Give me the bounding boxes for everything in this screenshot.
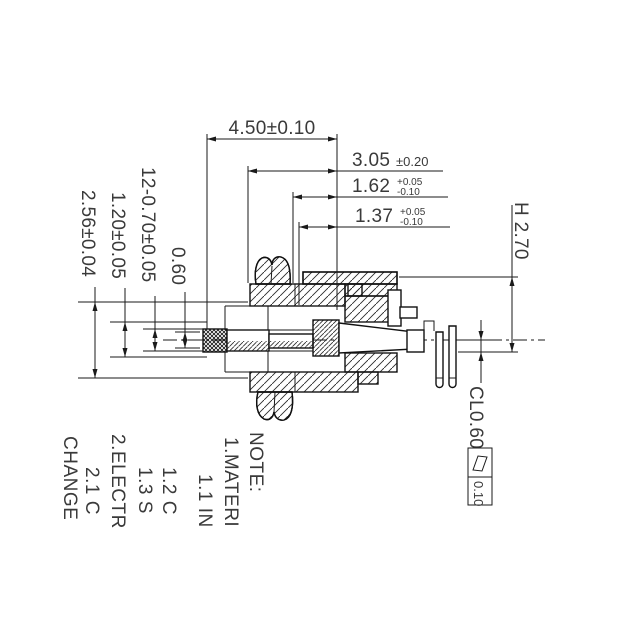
dim-tol-minus-1-62: -0.10 xyxy=(397,187,420,198)
contact-tip-block xyxy=(406,329,425,353)
terminal-bracket xyxy=(387,289,457,389)
dimension-cl-0-60: CL0.60 0.10 xyxy=(465,320,493,506)
contact-block-crosshatched xyxy=(203,329,227,352)
dim-label-h-2-70: H 2.70 xyxy=(510,202,531,260)
dim-label-12-0-70: 12-0.70±0.05 xyxy=(137,167,158,282)
dim-tol-plus-1-62: +0.05 xyxy=(397,177,423,188)
dimension-0-60: 0.60 xyxy=(167,247,188,348)
note-line-1-2: 1.2 C xyxy=(158,467,179,515)
dimension-12-0-70: 12-0.70±0.05 xyxy=(137,167,158,351)
fcf-tolerance-value: 0.10 xyxy=(471,481,486,506)
bottom-right-step xyxy=(358,372,378,384)
note-line-1-3: 1.3 S xyxy=(134,467,155,514)
extension-lines xyxy=(78,134,518,379)
dim-label-1-62: 1.62 xyxy=(352,176,390,197)
dimensions: 4.50±0.10 3.05 ±0.20 1.62 +0.05 -0.10 1.… xyxy=(77,118,531,506)
insulator-block xyxy=(313,320,339,356)
dim-label-2-56: 2.56±0.04 xyxy=(77,190,98,277)
lower-right-wall xyxy=(345,353,397,372)
dimension-2-56: 2.56±0.04 xyxy=(77,190,98,378)
note-change-label: CHANGE xyxy=(59,436,80,520)
bore-outline xyxy=(224,284,390,392)
bottom-band xyxy=(250,372,358,392)
note-line-2-1: 2.1 C xyxy=(81,467,102,515)
note-line-2: 2.ELECTR xyxy=(107,434,128,529)
top-flange-plate xyxy=(302,271,398,285)
dimension-1-20: 1.20±0.05 xyxy=(107,192,128,357)
dim-label-1-37: 1.37 xyxy=(355,206,393,227)
dimension-h-2-70: H 2.70 xyxy=(509,202,531,352)
dim-tol-plus-1-37: +0.05 xyxy=(400,207,426,218)
note-title: NOTE: xyxy=(245,432,266,493)
terminal-pin-left xyxy=(435,331,444,389)
dimension-1-37: 1.37 +0.05 -0.10 xyxy=(299,206,450,230)
note-line-1-1: 1.1 IN xyxy=(194,474,215,528)
note-block: NOTE: 1.MATERI 1.1 IN 1.2 C 1.3 S 2.ELEC… xyxy=(59,432,266,529)
dimension-3-05: 3.05 ±0.20 xyxy=(248,150,443,174)
dimension-1-62: 1.62 +0.05 -0.10 xyxy=(293,176,448,200)
dim-tol-3-05: ±0.20 xyxy=(396,154,428,169)
dimension-4-50: 4.50±0.10 xyxy=(207,118,337,142)
dim-tol-minus-1-37: -0.10 xyxy=(400,217,423,228)
dim-label-0-60: 0.60 xyxy=(167,247,188,285)
flatness-parallelogram-icon xyxy=(472,455,488,472)
dim-label-4-50: 4.50±0.10 xyxy=(228,118,315,139)
dim-label-3-05: 3.05 xyxy=(352,150,390,171)
terminal-pin-right xyxy=(448,325,457,389)
note-line-1: 1.MATERI xyxy=(220,437,241,527)
center-pin-assembly xyxy=(202,319,425,357)
bracket-tab xyxy=(399,306,418,319)
flatness-feature-control-frame: 0.10 xyxy=(467,447,493,506)
dim-label-cl-0-60: CL0.60 xyxy=(465,386,486,449)
bracket-plate xyxy=(387,289,402,327)
dim-label-1-20: 1.20±0.05 xyxy=(107,192,128,279)
terminal-hook xyxy=(423,320,435,331)
top-band xyxy=(250,284,345,306)
part-cross-section xyxy=(202,256,457,421)
